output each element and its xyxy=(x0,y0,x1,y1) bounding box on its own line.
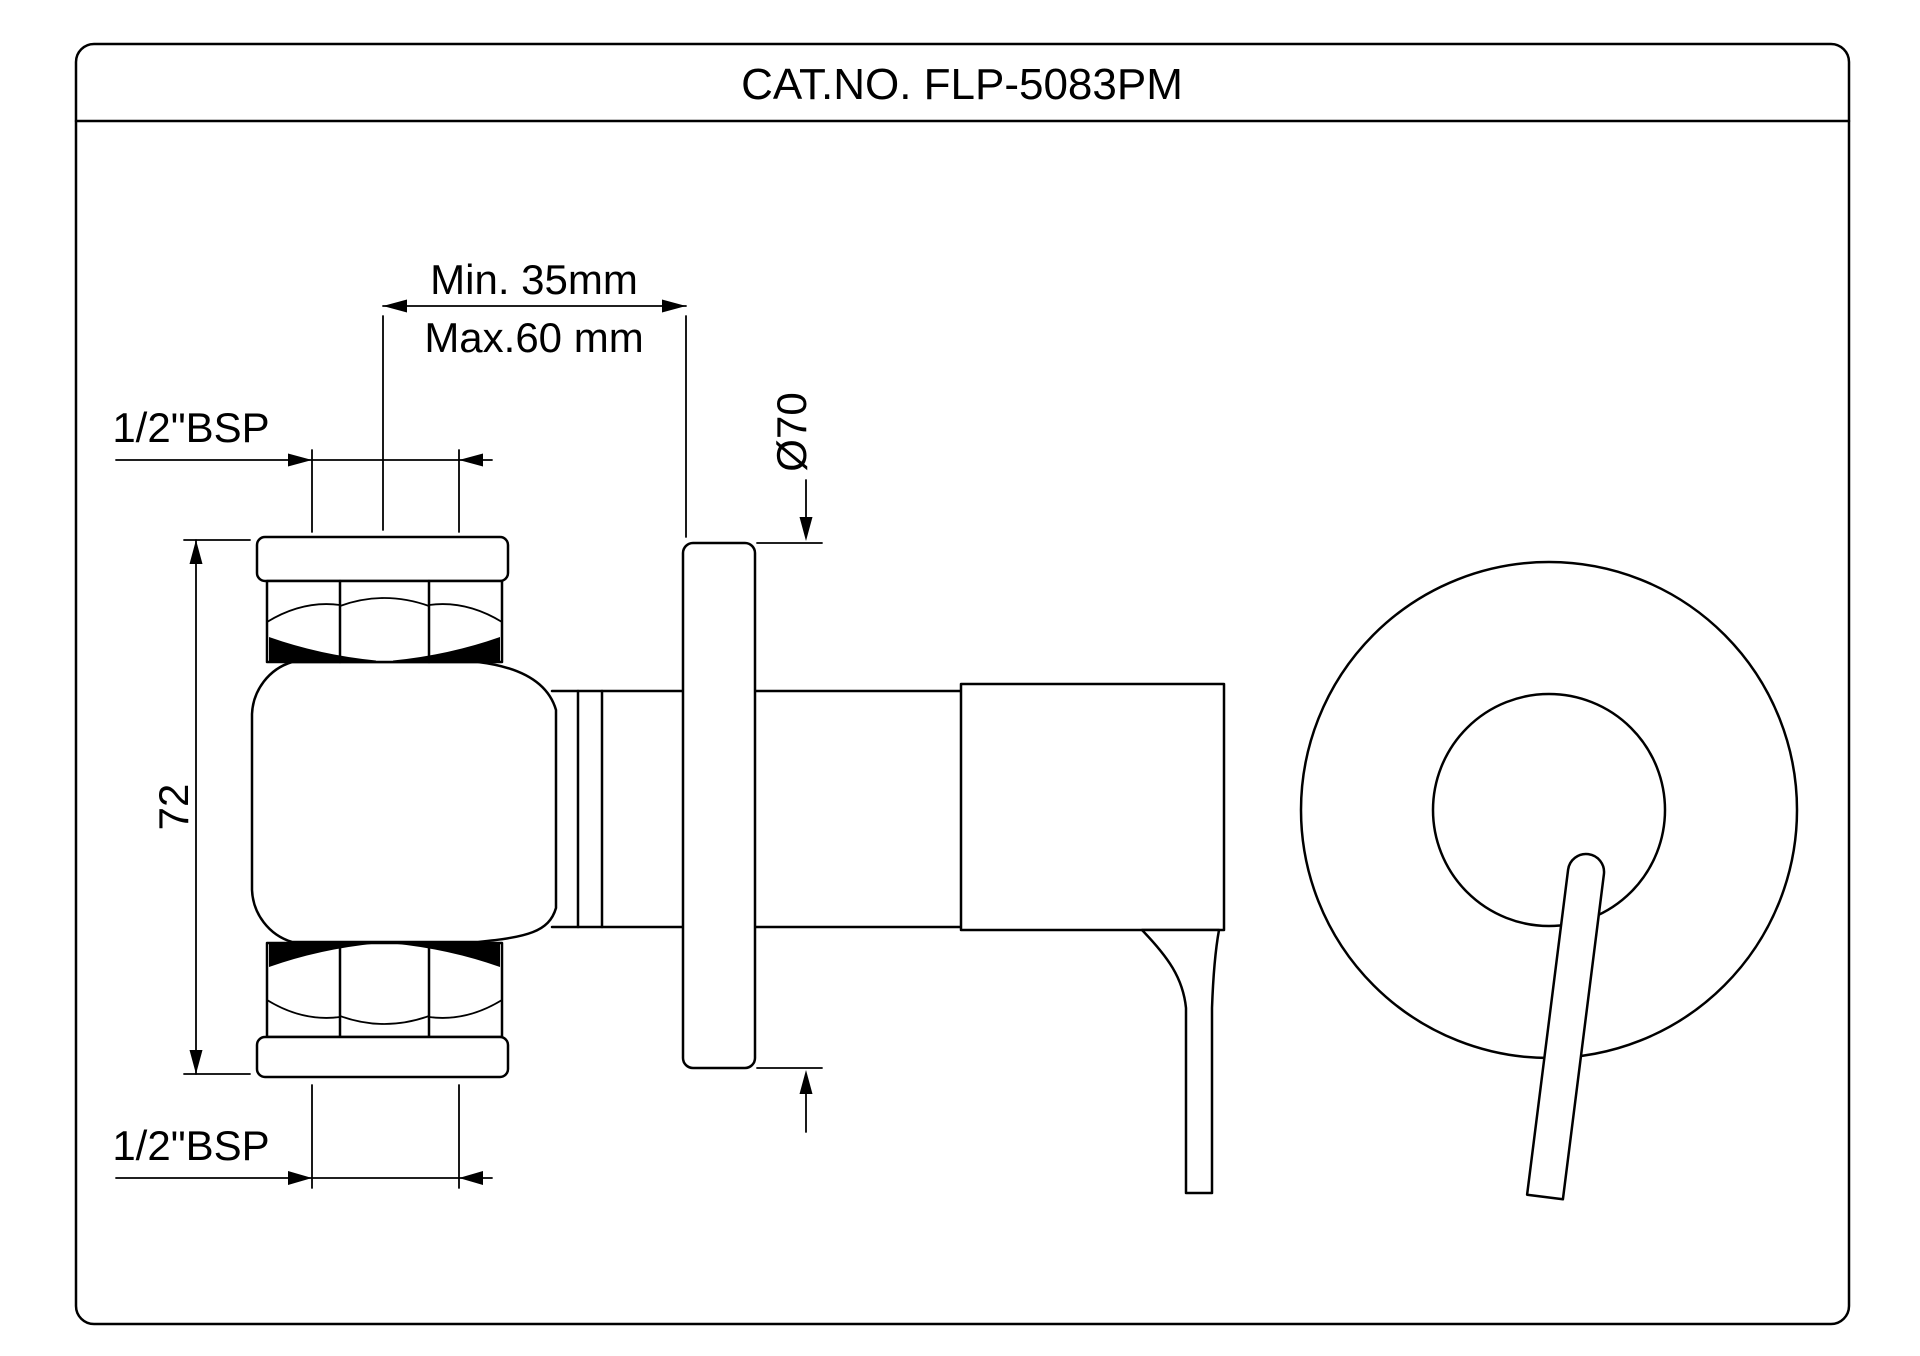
bottom-nut-chamfer-left xyxy=(266,999,341,1019)
top-cap xyxy=(255,535,510,583)
dim-thread-bottom-arrow-right xyxy=(459,1171,483,1185)
dim-thread-bottom-arrow-left xyxy=(288,1171,312,1185)
top-nut-chamfer-left xyxy=(266,603,341,623)
wall-flange-side xyxy=(681,541,757,1070)
bottom-nut-shadow-right xyxy=(393,943,500,967)
top-nut-shadow-right xyxy=(393,637,500,661)
bottom-hex-nut xyxy=(265,941,504,1039)
dim-thread-top: 1/2"BSP xyxy=(112,404,493,533)
flange-inner-circle xyxy=(1431,692,1667,928)
lever-handle-side xyxy=(1140,928,1221,1195)
top-nut-shadow-left xyxy=(269,637,376,661)
dim-body-height-arrow-bottom xyxy=(189,1050,203,1074)
top-hex-nut xyxy=(265,579,504,664)
handle-collar xyxy=(959,682,1226,932)
dim-thread-top-label: 1/2"BSP xyxy=(112,404,269,451)
dim-flange-arrow-down xyxy=(799,517,813,541)
dim-wall-depth: Min. 35mm Max.60 mm xyxy=(382,256,687,538)
catalog-number: CAT.NO. FLP-5083PM xyxy=(741,60,1183,109)
dim-thread-top-arrow-right xyxy=(459,453,483,467)
dim-thread-top-arrow-left xyxy=(288,453,312,467)
side-view xyxy=(250,535,1226,1195)
dim-wall-depth-arrow-right xyxy=(662,299,686,313)
dim-body-height: 72 xyxy=(150,539,251,1075)
top-nut-chamfer-right xyxy=(428,603,503,623)
dim-wall-depth-arrow-left xyxy=(383,299,407,313)
bottom-nut-chamfer-center xyxy=(339,1015,430,1025)
dim-flange-arrow-up xyxy=(799,1070,813,1094)
dim-thread-bottom: 1/2"BSP xyxy=(112,1084,493,1189)
valve-body xyxy=(250,660,558,944)
dim-body-height-arrow-top xyxy=(189,540,203,564)
lever-handle-front xyxy=(1525,852,1606,1201)
top-nut-chamfer-center xyxy=(339,597,430,607)
bottom-nut-body xyxy=(265,941,504,1039)
drawing-border xyxy=(74,42,1851,1326)
dim-flange-diameter-label: Ø70 xyxy=(768,392,815,471)
bottom-cap xyxy=(255,1035,510,1079)
front-view xyxy=(1299,560,1799,1201)
dim-wall-depth-max-label: Max.60 mm xyxy=(424,314,643,361)
dim-thread-bottom-label: 1/2"BSP xyxy=(112,1122,269,1169)
dim-flange-diameter: Ø70 xyxy=(756,392,823,1133)
bottom-nut-chamfer-right xyxy=(428,999,503,1019)
bottom-nut-shadow-left xyxy=(269,943,376,967)
dim-wall-depth-min-label: Min. 35mm xyxy=(430,256,638,303)
dim-body-height-label: 72 xyxy=(150,784,197,831)
title-block: CAT.NO. FLP-5083PM xyxy=(74,60,1851,123)
